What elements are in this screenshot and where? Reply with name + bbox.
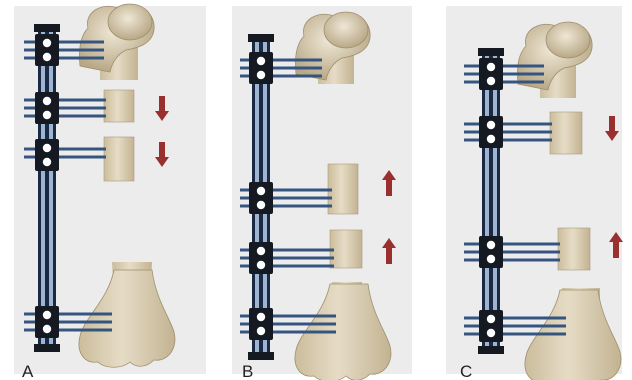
panel-b-label: B [242,362,253,380]
panel-c-transport-segment-1 [550,112,582,154]
panel-b-transport-segment-2 [330,230,362,268]
panel-b: B [232,6,412,380]
panel-c-transport-segment-2 [558,228,590,270]
panel-c-label: C [460,362,472,380]
panel-b-transport-segment-1 [328,164,358,214]
panel-a-label: A [22,362,34,380]
panel-c: C [446,6,623,380]
panel-a-transport-segment-1 [104,90,134,122]
panel-a-transport-segment-2 [104,137,134,181]
panel-a: A [14,4,206,380]
